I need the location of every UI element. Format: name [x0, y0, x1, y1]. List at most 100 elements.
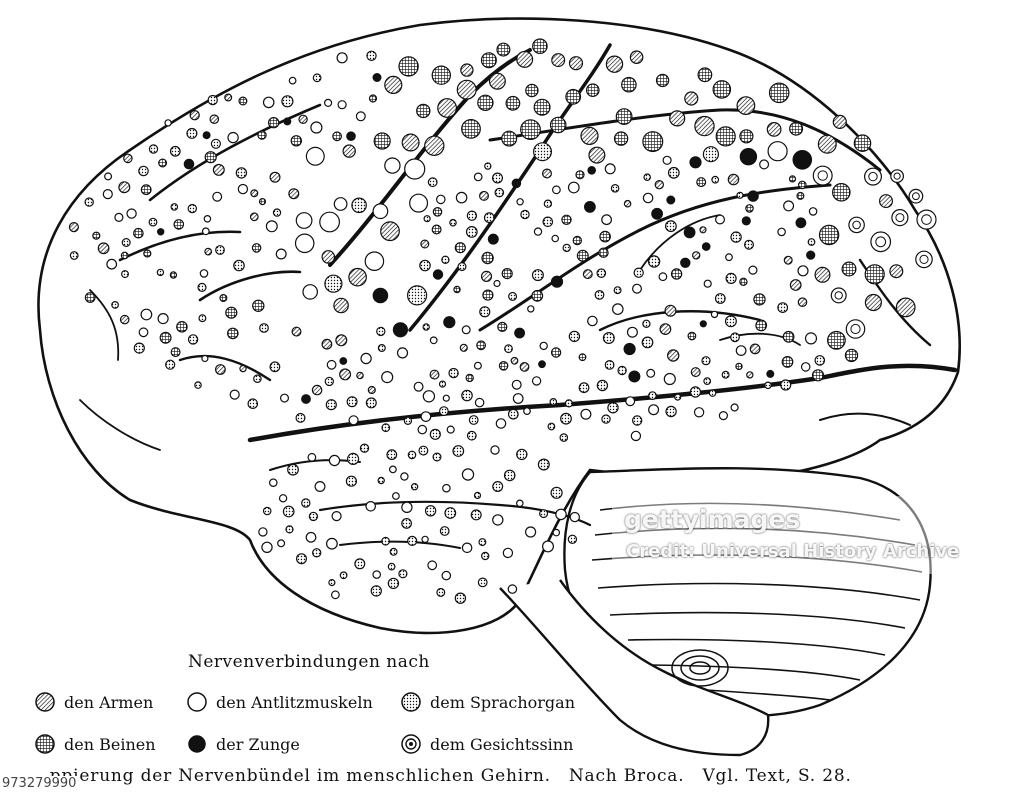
- open-circle: [364, 251, 385, 272]
- hatched-circle: [766, 121, 782, 137]
- crosshatched-circle: [550, 347, 562, 358]
- dotted-circle: [478, 538, 487, 547]
- dotted-circle: [148, 217, 158, 227]
- crosshatched-circle: [531, 289, 544, 302]
- open-circle: [294, 233, 315, 254]
- hatched-circle: [541, 168, 552, 179]
- crosshatched-circle: [238, 96, 248, 106]
- black-circle: [623, 342, 636, 356]
- open-circle: [642, 192, 654, 204]
- black-circle: [666, 195, 676, 205]
- dotted-circle: [562, 243, 571, 253]
- concentric-circle-inner: [895, 213, 905, 223]
- open-circle: [261, 541, 273, 554]
- hatched-circle: [480, 270, 493, 282]
- dotted-circle: [736, 191, 744, 199]
- dotted-circle: [479, 306, 491, 318]
- hatched-circle: [333, 297, 349, 314]
- black-circle: [443, 316, 456, 329]
- crosshatched-circle: [481, 251, 494, 265]
- dotted-circle: [520, 209, 530, 220]
- open-circle: [227, 131, 239, 144]
- dotted-circle: [138, 165, 149, 177]
- dotted-circle: [777, 302, 789, 314]
- dotted-circle: [814, 355, 826, 366]
- dotted-circle: [165, 359, 176, 370]
- open-circle: [372, 203, 389, 220]
- black-circle: [283, 117, 292, 126]
- open-circle: [401, 501, 413, 513]
- open-circle: [512, 393, 524, 404]
- open-circle: [413, 381, 424, 392]
- dotted-circle: [439, 406, 449, 417]
- crosshatched-circle: [687, 331, 697, 341]
- open-circle: [277, 539, 286, 548]
- open-circle: [474, 397, 485, 408]
- crosshatched-circle: [505, 95, 521, 111]
- hatched-circle: [420, 239, 430, 249]
- crosshatched-circle: [549, 116, 567, 134]
- dotted-circle: [169, 145, 181, 157]
- open-circle: [331, 590, 340, 600]
- black-circle: [766, 369, 775, 378]
- open-circle: [646, 368, 656, 378]
- dotted-circle: [351, 197, 367, 214]
- concentric-circle-inner: [868, 171, 878, 182]
- dotted-circle: [492, 172, 504, 184]
- open-circle: [663, 372, 676, 386]
- dotted-circle: [339, 571, 348, 580]
- hatched-circle: [889, 264, 904, 279]
- dotted-circle: [780, 379, 792, 391]
- legend-item-tongue: der Zunge: [186, 733, 300, 755]
- dotted-circle: [439, 526, 450, 536]
- hatched-circle: [291, 326, 302, 337]
- open-circle: [527, 305, 535, 313]
- hatched-circle: [783, 255, 793, 265]
- dotted-circle: [507, 408, 519, 420]
- black-circle: [792, 150, 813, 170]
- dotted-circle: [370, 585, 382, 597]
- concentric-circle-inner: [850, 323, 861, 335]
- open-circle: [106, 258, 118, 270]
- crosshatched-circle: [461, 118, 481, 139]
- open-circle: [295, 212, 313, 229]
- open-circle: [777, 227, 786, 237]
- crosshatched-circle: [735, 362, 743, 371]
- dotted-circle: [537, 458, 550, 471]
- dotted-circle: [377, 476, 385, 485]
- hatched-circle: [727, 173, 740, 186]
- dotted-circle: [674, 393, 682, 401]
- hatched-circle: [212, 163, 225, 176]
- dotted-circle: [69, 251, 79, 260]
- hatched-circle: [659, 323, 672, 336]
- hatched-circle: [249, 212, 259, 222]
- brainstem: [499, 579, 770, 757]
- open-circle: [552, 528, 561, 537]
- dotted-circle: [559, 433, 569, 442]
- dotted-circle: [419, 259, 431, 272]
- open-circle: [783, 200, 795, 212]
- dotted-circle: [665, 220, 677, 233]
- hatched-circle: [667, 349, 680, 362]
- hatched-circle: [97, 242, 110, 255]
- hatched-circle: [488, 72, 506, 90]
- crosshatched-circle: [712, 80, 732, 99]
- hatched-circle: [342, 144, 356, 158]
- dotted-circle: [807, 238, 816, 246]
- crosshatched-circle: [745, 204, 754, 213]
- dotted-circle: [648, 391, 657, 401]
- open-circle: [473, 172, 483, 182]
- crosshatched-circle: [332, 131, 343, 142]
- pons-spiral: [671, 649, 729, 687]
- open-circle: [730, 403, 739, 412]
- open-circle: [658, 272, 668, 282]
- dotted-circle: [301, 498, 311, 508]
- dotted-circle: [324, 274, 343, 293]
- open-circle: [201, 227, 210, 236]
- dotted-circle: [423, 215, 431, 223]
- open-circle: [157, 313, 169, 325]
- open-circle: [604, 163, 616, 175]
- crosshatched-circle: [613, 131, 629, 146]
- hatched-circle: [664, 304, 677, 317]
- dotted-circle: [568, 330, 581, 343]
